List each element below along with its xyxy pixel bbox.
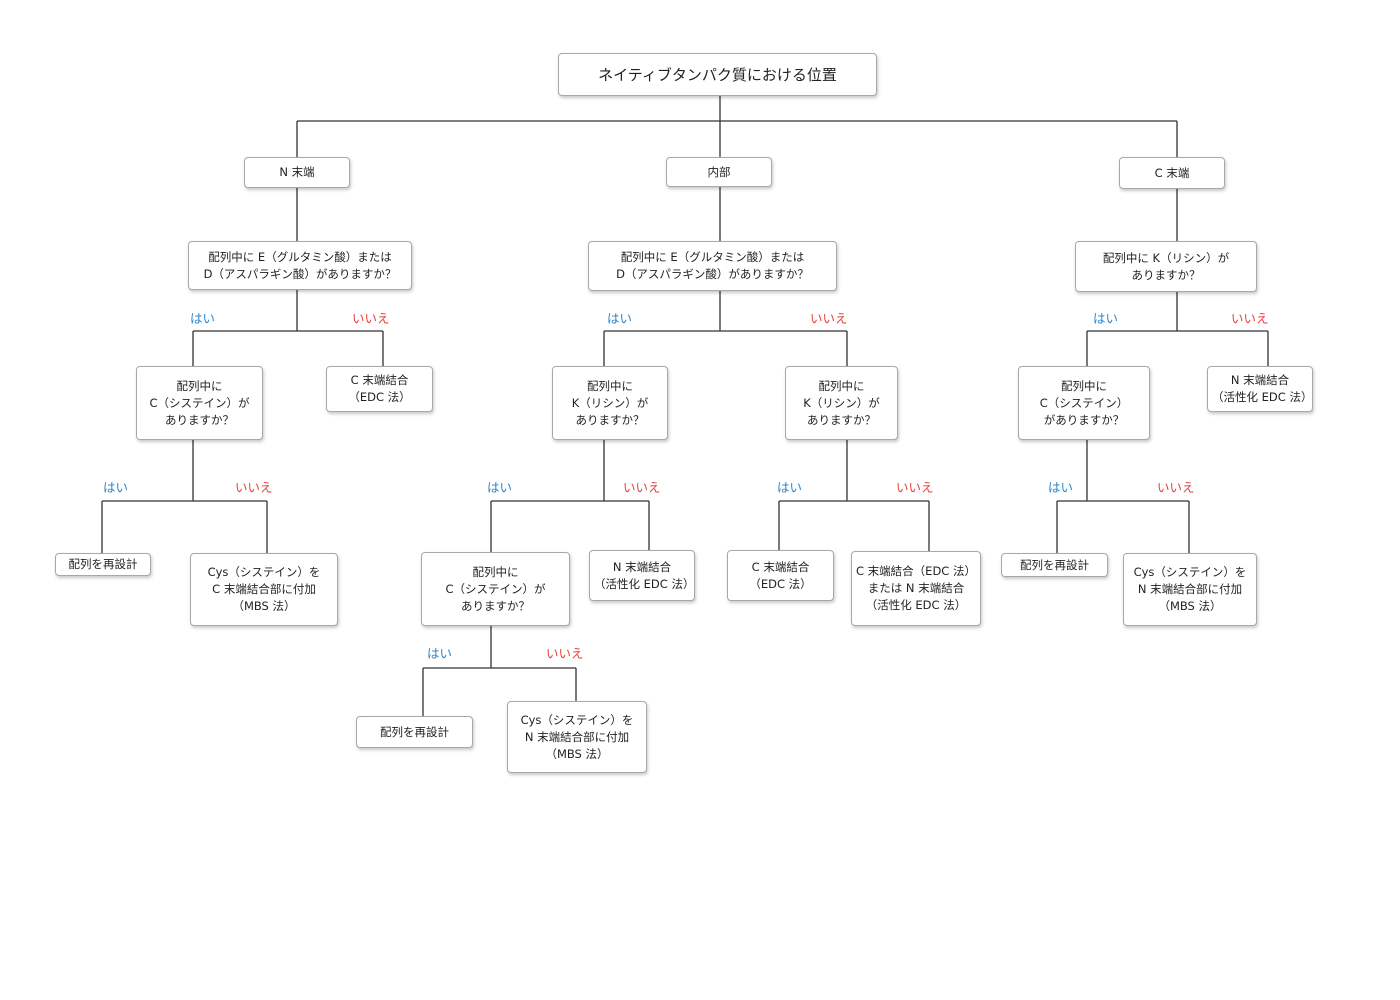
internal-q1-yes-label: はい [607, 311, 633, 326]
connector [192, 290, 384, 366]
connector [603, 291, 848, 366]
internal-question-e-d: 配列中に E（グルタミン酸）または D（アスパラギン酸）がありますか？ [588, 241, 837, 291]
n-term-q1-no-label: いいえ [352, 311, 390, 326]
connector [296, 96, 1178, 157]
connector [490, 440, 650, 552]
internal-node: 内部 [666, 157, 772, 187]
internal-q1-no-label: いいえ [810, 311, 848, 326]
c-term-q2-no-result: Cys（システイン）を N 末端結合部に付加 （MBS 法） [1123, 553, 1257, 626]
n-term-q2-yes-result: 配列を再設計 [55, 553, 151, 576]
internal-yes-question-lys: 配列中に K（リシン）が ありますか？ [552, 366, 668, 440]
c-term-q1-no-result: N 末端結合 （活性化 EDC 法） [1207, 366, 1313, 412]
connector [1056, 440, 1190, 553]
n-term-question-e-d: 配列中に E（グルタミン酸）または D（アスパラギン酸）がありますか？ [188, 241, 412, 290]
c-term-q2-no-label: いいえ [1157, 480, 1195, 495]
internal-no-question-lys: 配列中に K（リシン）が ありますか？ [785, 366, 898, 440]
internal-cys-no-result: Cys（システイン）を N 末端結合部に付加 （MBS 法） [507, 701, 647, 773]
internal-yes-q-yes-question-cys: 配列中に C（システイン）が ありますか？ [421, 552, 570, 626]
c-term-q2-yes-result: 配列を再設計 [1001, 553, 1108, 577]
c-term-q1-yes-label: はい [1093, 311, 1119, 326]
connector [101, 440, 268, 553]
connector [422, 626, 577, 716]
c-term-q1-no-label: いいえ [1231, 311, 1269, 326]
n-term-q1-no-result: C 末端結合 （EDC 法） [326, 366, 433, 412]
internal-yes-q-yes-label: はい [487, 480, 513, 495]
root-node: ネイティブタンパク質における位置 [558, 53, 877, 96]
c-terminus-node: C 末端 [1119, 157, 1225, 189]
c-term-q2-yes-label: はい [1048, 480, 1074, 495]
c-term-question-lys: 配列中に K（リシン）が ありますか？ [1075, 241, 1257, 292]
n-term-q2-no-label: いいえ [235, 480, 273, 495]
internal-no-q-no-label: いいえ [896, 480, 934, 495]
connector [1086, 292, 1269, 366]
n-term-question-cys: 配列中に C（システイン）が ありますか？ [136, 366, 263, 440]
internal-no-q-yes-result: C 末端結合 （EDC 法） [727, 550, 834, 601]
internal-cys-yes-label: はい [427, 646, 453, 661]
internal-no-q-no-result: C 末端結合（EDC 法） または N 末端結合 （活性化 EDC 法） [851, 551, 981, 626]
n-term-q2-yes-label: はい [103, 480, 129, 495]
internal-yes-q-no-label: いいえ [623, 480, 661, 495]
internal-cys-yes-result: 配列を再設計 [356, 716, 473, 748]
internal-cys-no-label: いいえ [546, 646, 584, 661]
n-terminus-node: N 末端 [244, 157, 350, 188]
n-term-q1-yes-label: はい [190, 311, 216, 326]
internal-yes-q-no-result: N 末端結合 （活性化 EDC 法） [589, 550, 695, 601]
c-term-question-cys: 配列中に C（システイン） がありますか？ [1018, 366, 1150, 440]
connector [778, 440, 930, 551]
internal-no-q-yes-label: はい [777, 480, 803, 495]
n-term-q2-no-result: Cys（システイン）を C 末端結合部に付加 （MBS 法） [190, 553, 338, 626]
